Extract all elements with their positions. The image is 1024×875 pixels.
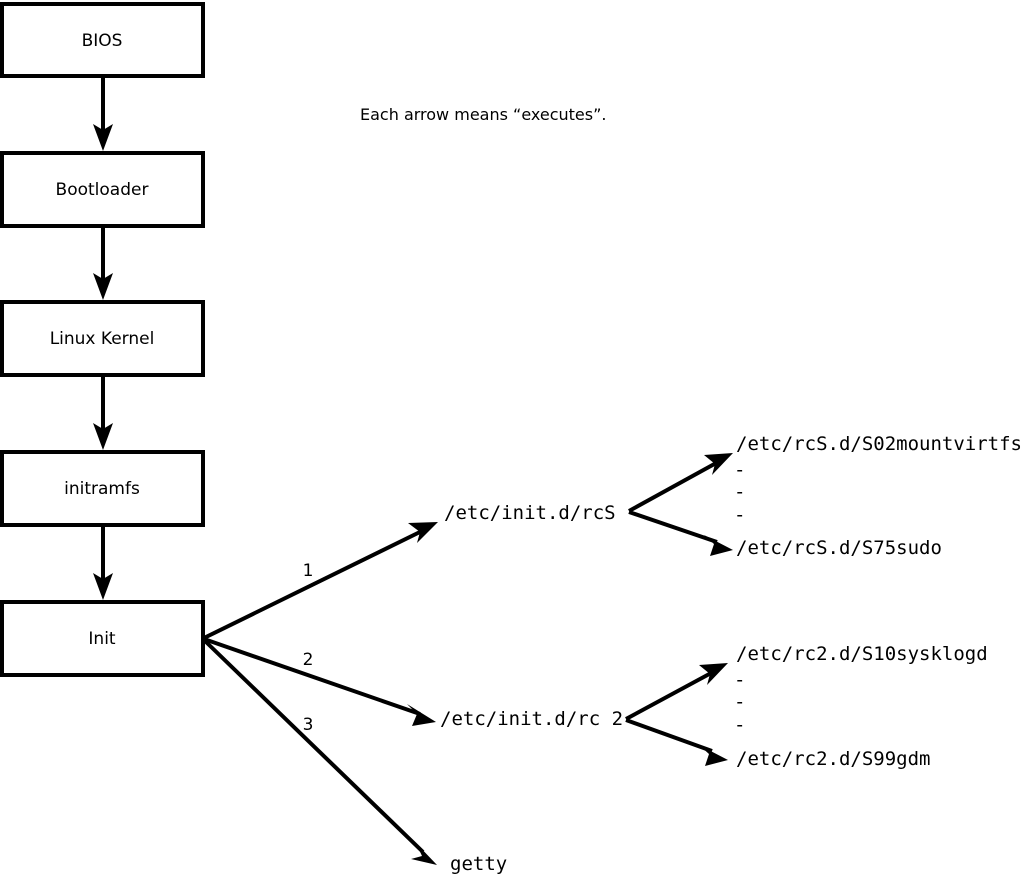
rc2-ellipsis-2: - <box>734 691 745 713</box>
bios-label: BIOS <box>82 31 123 51</box>
init-rcs-line <box>203 528 425 640</box>
node-linux-kernel[interactable]: Linux Kernel <box>0 300 205 377</box>
kernel-initramfs-arrowhead <box>93 423 113 450</box>
rc2-last-line <box>625 718 713 753</box>
edge-bootloader-to-kernel <box>93 226 113 300</box>
edge-initramfs-to-init <box>93 525 113 600</box>
getty-label[interactable]: getty <box>450 853 507 875</box>
bootloader-kernel-arrowhead <box>93 273 113 300</box>
rc2-first-script[interactable]: /etc/rc2.d/S10sysklogd <box>736 643 988 665</box>
linux-kernel-box[interactable] <box>0 300 205 377</box>
rcs-last-arrowhead <box>704 535 733 556</box>
rcs-last-line <box>628 510 718 544</box>
rc2-first-line <box>625 670 714 721</box>
init-rc2-arrowhead <box>407 704 436 726</box>
init-rcs-arrowhead <box>408 522 438 543</box>
edge-kernel-to-initramfs <box>93 375 113 450</box>
init-getty-arrowhead <box>411 843 437 865</box>
branch-number-1: 1 <box>303 561 314 581</box>
rcs-last-script[interactable]: /etc/rcS.d/S75sudo <box>736 537 942 559</box>
initramfs-label: initramfs <box>64 479 140 499</box>
rc2-first-arrowhead <box>699 663 728 685</box>
rcs-first-arrowhead <box>704 453 733 475</box>
rcs-ellipsis-2: - <box>734 481 745 503</box>
init-box[interactable] <box>0 600 205 677</box>
edge-rc2-first <box>625 663 728 721</box>
node-initramfs[interactable]: initramfs <box>0 450 205 527</box>
edge-init-branch-3: 3 <box>202 638 437 865</box>
init-label: Init <box>88 629 116 649</box>
node-bootloader[interactable]: Bootloader <box>0 151 205 228</box>
edge-init-branch-2: 2 <box>203 637 436 726</box>
rcs-first-script[interactable]: /etc/rcS.d/S02mountvirtfs <box>736 433 1022 455</box>
edge-rcs-last <box>628 510 733 556</box>
node-init[interactable]: Init <box>0 600 205 677</box>
rc2-ellipsis-3: - <box>734 714 745 736</box>
rcs-ellipsis-1: - <box>734 459 745 481</box>
init-rc2-line <box>203 637 421 716</box>
rcs-ellipsis-3: - <box>734 504 745 526</box>
branch-number-3: 3 <box>303 715 314 735</box>
edge-rc2-last <box>625 718 728 766</box>
rcs-script-label[interactable]: /etc/init.d/rcS <box>444 502 616 524</box>
rcs-first-line <box>628 460 719 513</box>
bios-bootloader-arrowhead <box>93 124 113 151</box>
init-getty-line <box>202 638 425 854</box>
rc2-script-label[interactable]: /etc/init.d/rc 2 <box>440 708 623 730</box>
edge-init-branch-1: 1 <box>203 522 438 640</box>
rc2-last-script[interactable]: /etc/rc2.d/S99gdm <box>736 748 930 770</box>
linux-kernel-label: Linux Kernel <box>50 329 155 349</box>
node-bios[interactable]: BIOS <box>0 2 205 78</box>
edge-bios-to-bootloader <box>93 76 113 151</box>
bootloader-box[interactable] <box>0 151 205 228</box>
edge-rcs-first <box>628 453 733 513</box>
branch-number-2: 2 <box>303 650 314 670</box>
rc2-ellipsis-1: - <box>734 669 745 691</box>
bootloader-label: Bootloader <box>56 180 149 200</box>
diagram-caption: Each arrow means “executes”. <box>360 105 606 124</box>
initramfs-init-arrowhead <box>93 573 113 600</box>
rc2-last-arrowhead <box>699 745 728 766</box>
bios-box[interactable] <box>0 2 205 78</box>
